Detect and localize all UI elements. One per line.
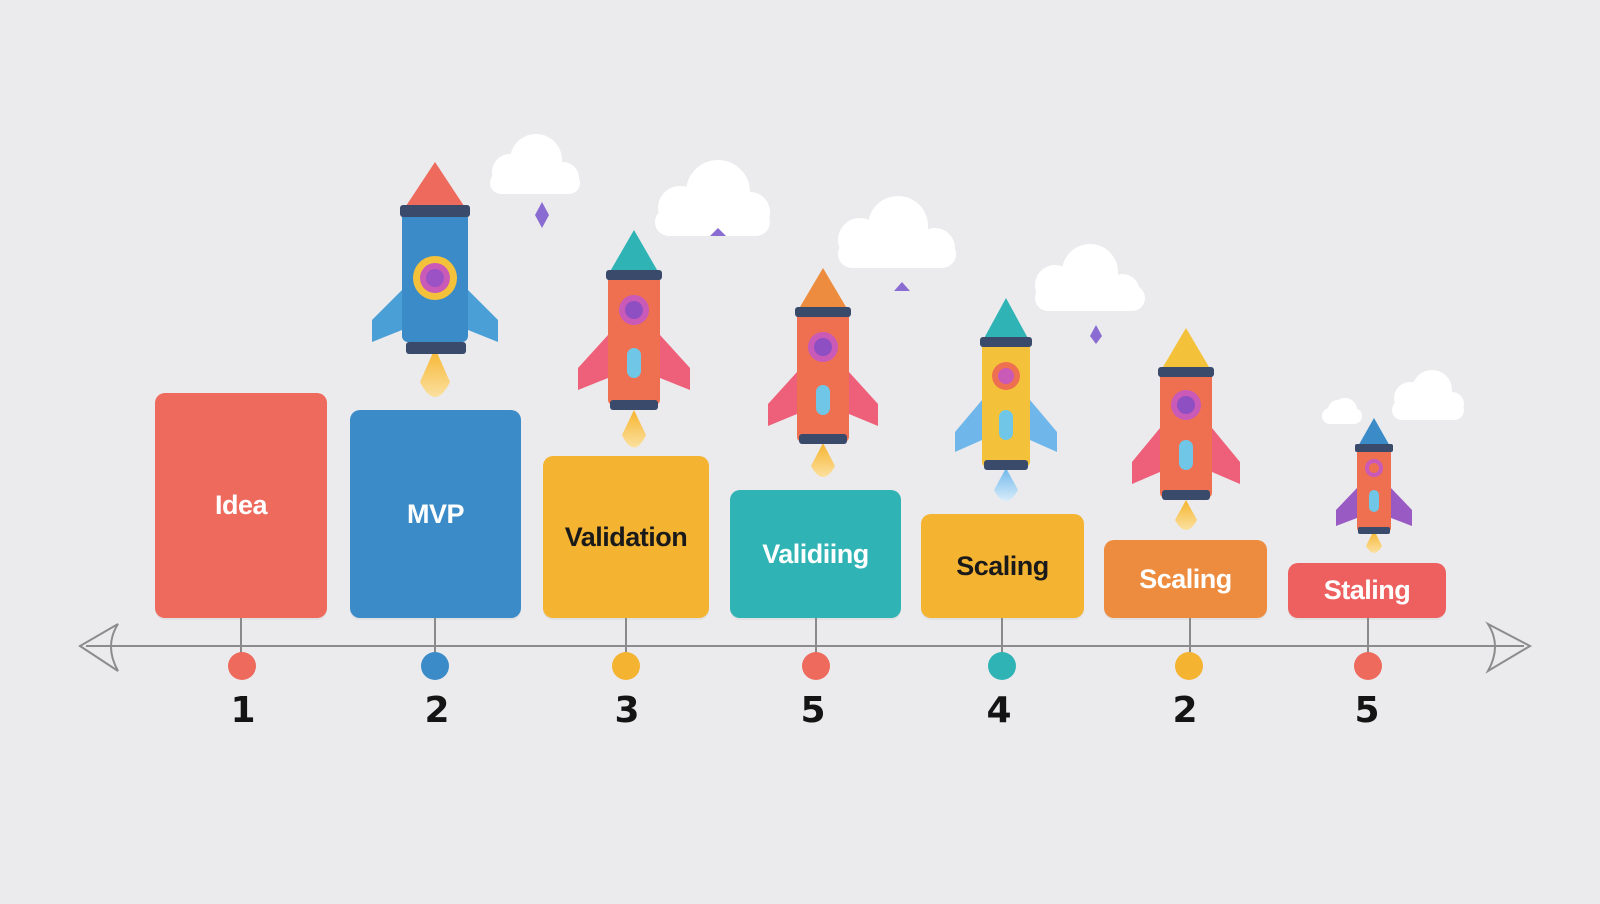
sparkle-icon	[894, 282, 910, 291]
timeline-dot	[802, 652, 830, 680]
sparkle-icon	[535, 202, 549, 228]
rocket-icon	[372, 162, 498, 397]
step-number: 3	[614, 690, 640, 731]
stage-box-staling: Staling	[1288, 563, 1446, 618]
rocket-icon	[1336, 418, 1412, 553]
connector-stem	[1367, 618, 1369, 658]
step-number: 4	[986, 690, 1012, 731]
step-number: 5	[800, 690, 826, 731]
stage-label: Idea	[214, 490, 268, 520]
stage-box-mvp: MVP	[350, 410, 521, 618]
step-number: 1	[230, 690, 256, 731]
connector-stem	[625, 618, 627, 658]
rocket-icon	[1132, 328, 1240, 530]
sparkle-icon	[710, 228, 726, 236]
connector-stem	[1189, 618, 1191, 658]
connector-stem	[815, 618, 817, 658]
stage-label: Validiing	[762, 538, 869, 569]
stage-box-validiing: Validiing	[730, 490, 901, 618]
rocket-icon	[578, 230, 690, 448]
cloud-icon	[838, 196, 956, 268]
cloud-icon	[490, 134, 580, 194]
timeline-dot	[988, 652, 1016, 680]
timeline-dot	[612, 652, 640, 680]
timeline-dot	[421, 652, 449, 680]
sparkle-icon	[1090, 325, 1102, 344]
stage-box-validation: Validation	[543, 456, 709, 618]
stage-label: Validation	[564, 521, 688, 552]
rocket-icon	[768, 268, 878, 477]
stage-box-idea: Idea	[155, 393, 327, 618]
left-arrow-icon	[78, 623, 119, 672]
stage-label: Scaling	[956, 550, 1049, 581]
timeline-dot	[228, 652, 256, 680]
right-arrow-icon	[1485, 621, 1533, 674]
cloud-icon	[1035, 244, 1145, 311]
step-number: 5	[1354, 690, 1380, 731]
step-number: 2	[424, 690, 450, 731]
timeline-dot	[1175, 652, 1203, 680]
stage-label: MVP	[406, 498, 465, 529]
cloud-icon	[1322, 370, 1464, 424]
cloud-icon	[655, 160, 770, 236]
stage-box-scaling-2: Scaling	[1104, 540, 1267, 618]
step-number: 2	[1172, 690, 1198, 731]
rocket-icon	[955, 298, 1057, 501]
stage-label: Scaling	[1139, 563, 1232, 594]
timeline-dot	[1354, 652, 1382, 680]
stage-label: Staling	[1323, 575, 1411, 605]
connector-stem	[434, 618, 436, 658]
stage-box-scaling-1: Scaling	[921, 514, 1084, 618]
connector-stem	[1001, 618, 1003, 658]
connector-stem	[240, 618, 242, 658]
